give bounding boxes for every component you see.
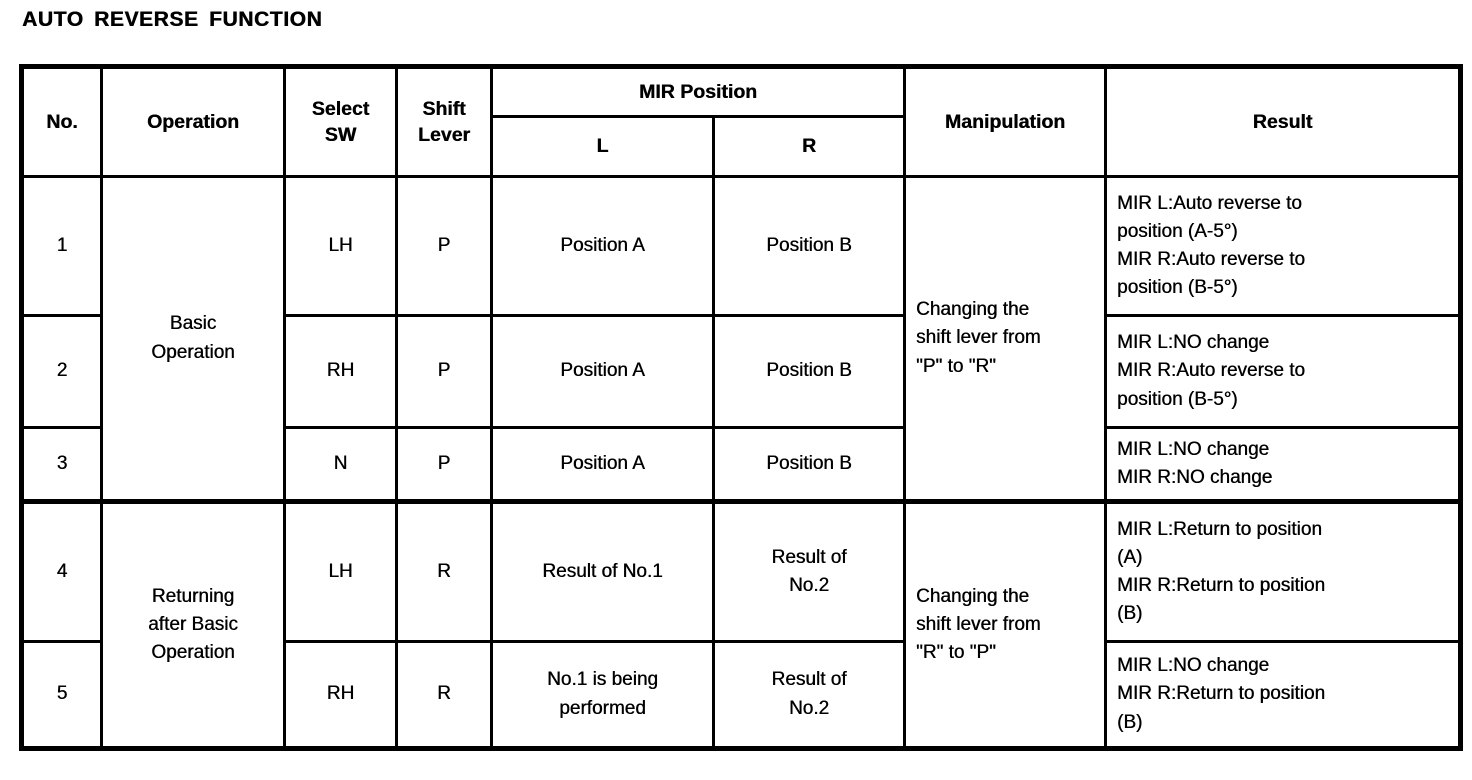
cell-result: MIR L:Return to position (A) MIR R:Retur… [1104,499,1463,643]
cell-mir-l: Position A [490,426,715,503]
column-header-select-sw: Select SW [283,65,398,178]
column-header-shift-lever: Shift Lever [395,65,493,178]
cell-mir-l: Position A [490,314,715,429]
column-header-mir-r: R [711,115,907,178]
cell-mir-l: Result of No.1 [490,499,715,643]
column-header-mir-position: MIR Position [489,65,907,118]
cell-mir-r: Position B [711,175,907,317]
cell-select-sw: LH [283,175,398,317]
table-row: 4 Returning after Basic Operation LH R R… [20,499,1463,750]
cell-operation: Basic Operation [100,175,286,503]
cell-result: MIR L:NO change MIR R:Auto reverse to po… [1104,314,1463,429]
column-header-manipulation: Manipulation [903,65,1108,178]
cell-mir-l: Position A [490,175,715,317]
cell-mir-r: Result of No.2 [711,499,907,643]
cell-select-sw: LH [283,499,398,643]
table-row: 3 N P Position A Position B MIR L:NO cha… [20,426,1463,503]
column-header-no: No. [20,65,103,178]
cell-mir-r: Position B [711,314,907,429]
cell-manipulation: Changing the shift lever from "R" to "P" [903,499,1108,750]
table-header-row-1: No. Operation Select SW Shift Lever MIR … [20,65,1463,178]
cell-no: 5 [20,640,103,750]
cell-operation: Returning after Basic Operation [100,499,286,750]
cell-shift-lever: R [395,499,493,643]
table-row: 1 Basic Operation LH P Position A Positi… [20,175,1463,503]
cell-result: MIR L:NO change MIR R:Return to position… [1104,640,1463,750]
column-header-mir-l: L [490,115,715,178]
cell-shift-lever: R [395,640,493,750]
table-row: 5 RH R No.1 is being performed Result of… [20,640,1463,750]
cell-no: 2 [20,314,103,429]
column-header-operation: Operation [100,65,286,178]
cell-select-sw: RH [283,314,398,429]
cell-select-sw: N [283,426,398,503]
cell-mir-r: Result of No.2 [711,640,907,750]
cell-shift-lever: P [395,426,493,503]
cell-mir-l: No.1 is being performed [490,640,715,750]
cell-no: 3 [20,426,103,503]
cell-manipulation: Changing the shift lever from "P" to "R" [903,175,1108,503]
column-header-result: Result [1104,65,1463,178]
table-row: 2 RH P Position A Position B MIR L:NO ch… [20,314,1463,429]
table-header-row-2: L R [22,115,1461,178]
cell-mir-r: Position B [711,426,907,503]
page-title: AUTO REVERSE FUNCTION [22,8,323,31]
cell-no: 1 [20,175,103,317]
cell-select-sw: RH [283,640,398,750]
cell-result: MIR L:NO change MIR R:NO change [1104,426,1463,503]
cell-no: 4 [20,499,103,643]
cell-shift-lever: P [395,314,493,429]
auto-reverse-function-table: No. Operation Select SW Shift Lever MIR … [19,64,1464,751]
cell-shift-lever: P [395,175,493,317]
cell-result: MIR L:Auto reverse to position (A-5°) MI… [1104,175,1463,317]
